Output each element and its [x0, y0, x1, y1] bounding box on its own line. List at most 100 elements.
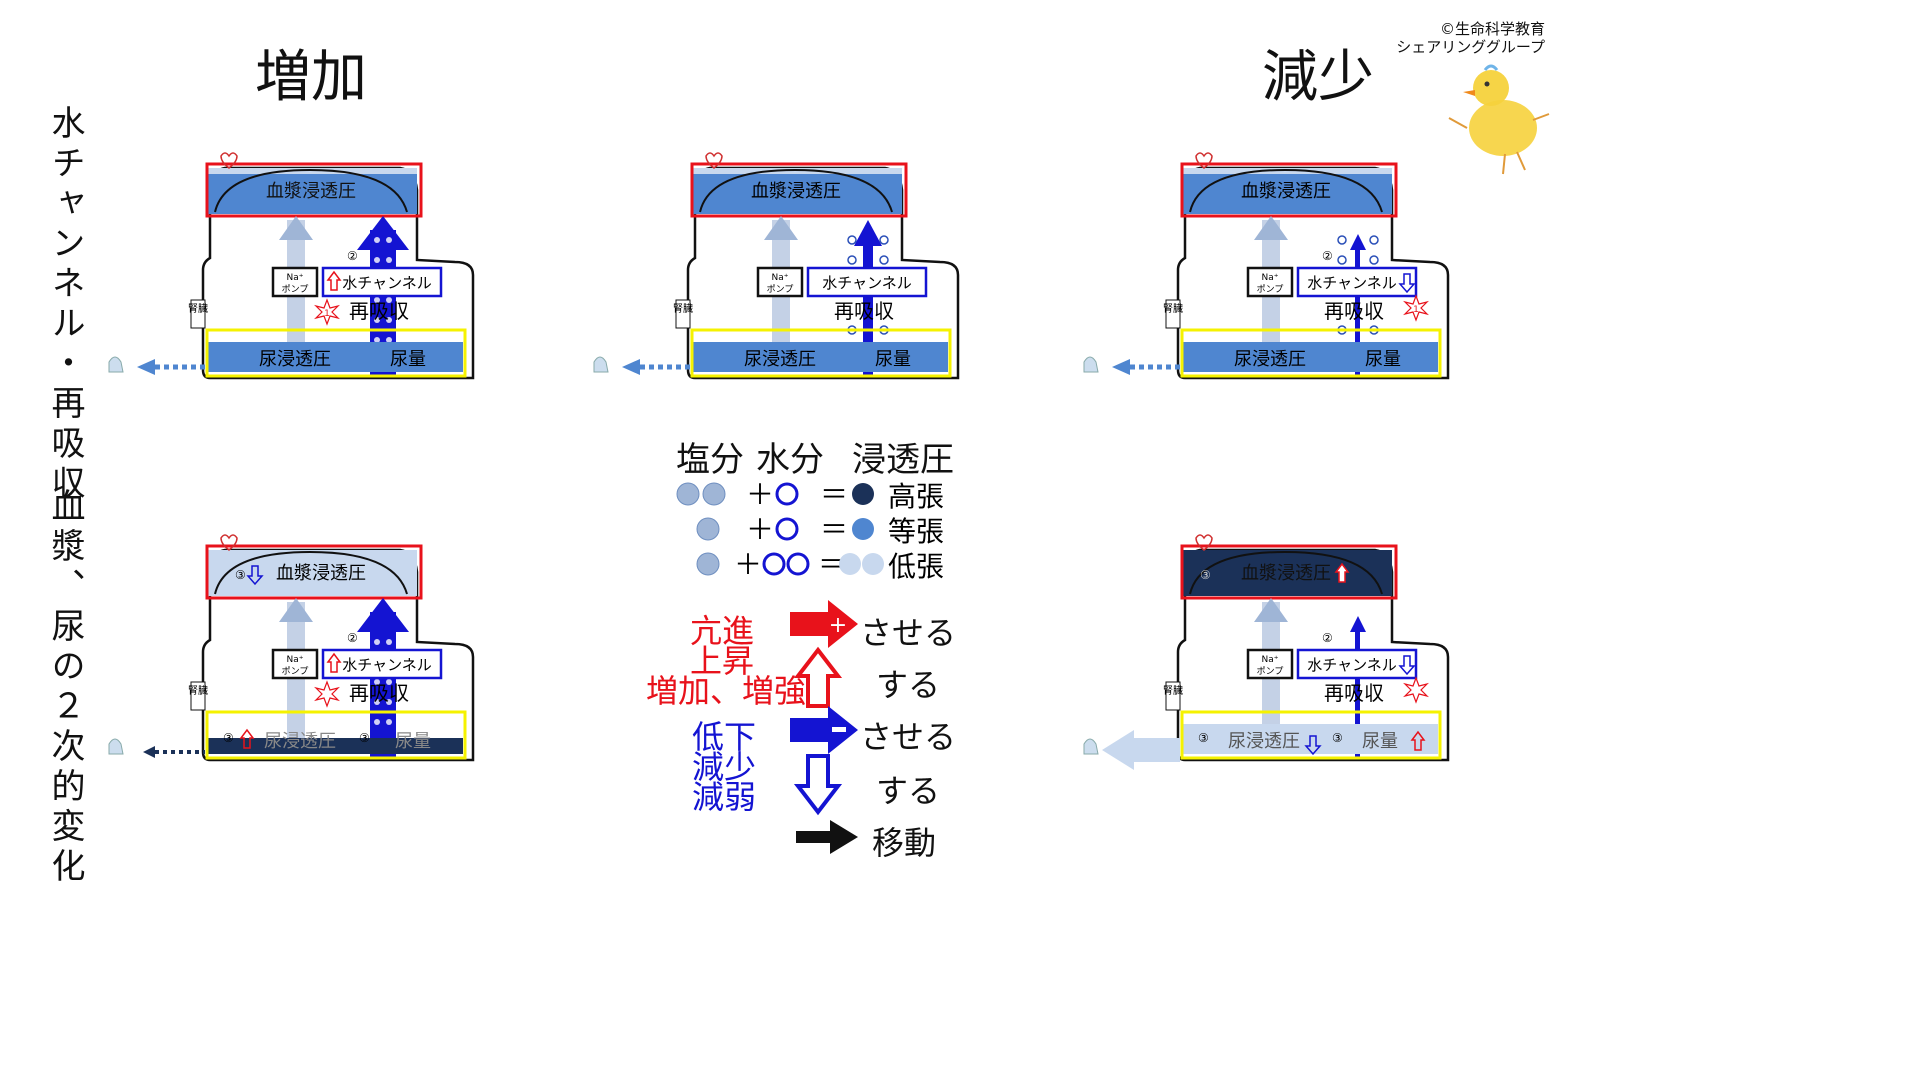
legend-osm-header: 浸透圧	[852, 440, 954, 480]
svg-text:Na⁺: Na⁺	[287, 273, 304, 283]
svg-text:ポンプ: ポンプ	[282, 666, 309, 677]
svg-text:③: ③	[235, 568, 246, 582]
svg-text:③: ③	[1200, 568, 1211, 582]
svg-text:尿量: 尿量	[390, 349, 426, 370]
svg-text:ポンプ: ポンプ	[1257, 284, 1284, 295]
svg-text:等張: 等張	[888, 515, 944, 548]
svg-text:血漿浸透圧: 血漿浸透圧	[1241, 563, 1331, 584]
svg-text:尿量: 尿量	[1362, 731, 1398, 752]
svg-text:尿浸透圧: 尿浸透圧	[264, 731, 336, 752]
copyright-line1: ©生命科学教育	[1439, 20, 1545, 38]
legend-red-1: 亢進	[690, 612, 755, 650]
svg-text:尿浸透圧: 尿浸透圧	[1234, 349, 1306, 370]
copyright: ©生命科学教育 シェアリンググループ	[1380, 20, 1545, 56]
legend-blue-3: 減弱	[692, 778, 757, 816]
panel-row2-decrease: ③ 血漿浸透圧 Na⁺ ポンプ ② 水チャンネル 再吸収 ③ 尿浸透圧 ③ 尿量…	[1083, 534, 1450, 770]
legend-move: 移動	[872, 824, 937, 862]
svg-text:＋: ＋	[734, 548, 762, 581]
svg-text:腎臓: 腎臓	[188, 303, 208, 315]
svg-text:②: ②	[347, 631, 358, 645]
svg-text:尿量: 尿量	[395, 731, 431, 752]
heart-icon	[1195, 534, 1213, 551]
svg-text:ポンプ: ポンプ	[767, 284, 794, 295]
svg-text:再吸収: 再吸収	[349, 681, 409, 705]
svg-text:尿浸透圧: 尿浸透圧	[259, 349, 331, 370]
row-label-1: 水チャンネル・再吸収	[45, 105, 85, 505]
legend-suru-2: する	[876, 772, 941, 810]
svg-text:水チャンネル: 水チャンネル	[1307, 656, 1397, 674]
svg-text:再吸収: 再吸収	[349, 299, 409, 323]
svg-text:尿量: 尿量	[1365, 349, 1401, 370]
legend-osmolarity-table: ＋ ＝ 高張 ＋ ＝ 等張 ＋ ＝ 低張	[676, 478, 944, 583]
svg-text:ポンプ: ポンプ	[282, 284, 309, 295]
svg-text:尿量: 尿量	[875, 349, 911, 370]
svg-text:②: ②	[347, 249, 358, 263]
panel-row1-decrease: 血漿浸透圧 Na⁺ ポンプ ② 水チャンネル 再吸収 1 尿浸透圧 尿量 腎臓	[1083, 152, 1450, 380]
plasma-label: 血漿浸透圧	[266, 181, 356, 202]
svg-text:再吸収: 再吸収	[1324, 299, 1384, 323]
svg-text:腎臓: 腎臓	[1163, 685, 1183, 697]
legend-saseru-2: させる	[860, 718, 957, 756]
svg-text:③: ③	[1198, 731, 1209, 745]
legend-move-arrow-icon	[796, 820, 858, 854]
toilet-icon	[108, 356, 124, 373]
copyright-line2: シェアリンググループ	[1396, 38, 1545, 56]
svg-text:②: ②	[1322, 631, 1333, 645]
legend-blue-1: 低下	[692, 718, 757, 756]
svg-text:水チャンネル: 水チャンネル	[822, 274, 912, 292]
row-label-2: 血漿、尿の２次的変化	[45, 488, 85, 888]
svg-text:＝: ＝	[820, 513, 848, 546]
svg-text:Na⁺: Na⁺	[772, 273, 789, 283]
svg-text:再吸収: 再吸収	[834, 299, 894, 323]
svg-text:血漿浸透圧: 血漿浸透圧	[1241, 181, 1331, 202]
svg-text:Na⁺: Na⁺	[1262, 655, 1279, 665]
svg-text:水チャンネル: 水チャンネル	[342, 656, 432, 674]
panel-row2-increase: ③ 血漿浸透圧 Na⁺ ポンプ 水チャンネル ② 再吸収 ③ 尿浸透圧 ③ 尿量…	[108, 534, 475, 762]
panel-row1-increase: 血漿浸透圧 Na⁺ ポンプ 水チャンネル ② 再吸収 1 尿浸透圧 尿量 腎臓	[108, 152, 475, 380]
svg-text:再吸収: 再吸収	[1324, 681, 1384, 705]
svg-text:尿浸透圧: 尿浸透圧	[744, 349, 816, 370]
heading-increase: 増加	[255, 45, 367, 110]
svg-text:ポンプ: ポンプ	[1257, 666, 1284, 677]
svg-text:低張: 低張	[888, 550, 944, 583]
svg-text:血漿浸透圧: 血漿浸透圧	[276, 563, 366, 584]
svg-text:③: ③	[1332, 731, 1343, 745]
svg-text:腎臓: 腎臓	[188, 685, 208, 697]
legend-saseru-1: させる	[860, 614, 957, 652]
toilet-icon	[108, 738, 124, 755]
svg-text:＝: ＝	[820, 478, 848, 511]
svg-text:1: 1	[1413, 305, 1419, 315]
svg-text:水チャンネル: 水チャンネル	[1307, 274, 1397, 292]
svg-text:1: 1	[324, 309, 330, 319]
legend-red-arrows: +	[790, 600, 858, 708]
svg-text:腎臓: 腎臓	[673, 303, 693, 315]
toilet-icon	[1083, 356, 1099, 373]
svg-text:+: +	[829, 613, 847, 638]
svg-text:血漿浸透圧: 血漿浸透圧	[751, 181, 841, 202]
legend-red-3: 増加、増強	[646, 672, 807, 710]
svg-text:＋: ＋	[746, 513, 774, 546]
svg-text:②: ②	[1322, 249, 1333, 263]
svg-text:水チャンネル: 水チャンネル	[342, 274, 432, 292]
svg-text:③: ③	[359, 731, 370, 745]
heart-icon	[705, 152, 723, 169]
toilet-icon	[593, 356, 609, 373]
heading-decrease: 減少	[1262, 45, 1374, 110]
svg-text:Na⁺: Na⁺	[1262, 273, 1279, 283]
toilet-icon	[1083, 738, 1099, 755]
svg-text:尿浸透圧: 尿浸透圧	[1228, 731, 1300, 752]
legend-red-2: 上昇	[690, 642, 755, 680]
svg-text:③: ③	[223, 731, 234, 745]
svg-text:Na⁺: Na⁺	[287, 655, 304, 665]
svg-text:高張: 高張	[888, 480, 944, 513]
panel-row1-middle: 血漿浸透圧 Na⁺ ポンプ 水チャンネル 再吸収 尿浸透圧 尿量 腎臓	[593, 152, 960, 380]
legend-salt-header: 塩分	[676, 440, 744, 480]
legend-water-header: 水分	[756, 440, 824, 480]
svg-text:＋: ＋	[746, 478, 774, 511]
legend-blue-arrows	[790, 706, 858, 816]
svg-text:腎臓: 腎臓	[1163, 303, 1183, 315]
legend-suru-1: する	[876, 666, 941, 704]
heart-icon	[1195, 152, 1213, 169]
heart-icon	[220, 152, 238, 169]
heart-icon	[220, 534, 238, 551]
